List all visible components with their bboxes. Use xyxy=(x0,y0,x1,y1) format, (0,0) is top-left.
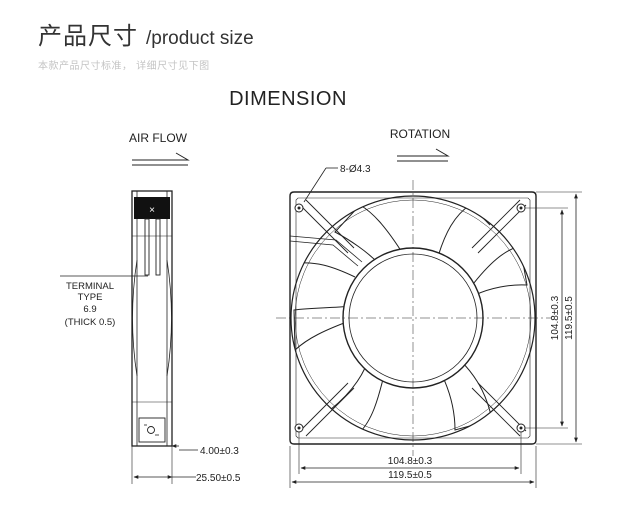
dim-thickness: 25.50±0.5 xyxy=(196,473,241,484)
svg-text:×: × xyxy=(149,205,155,216)
terminal-block xyxy=(134,197,170,219)
page-header: 产品尺寸 /product size 本款产品尺寸标准， 详细尺寸见下图 xyxy=(38,16,254,72)
terminal-label-line1: TERMINAL xyxy=(66,281,114,292)
rotation-label: ROTATION xyxy=(390,127,450,141)
centerlines xyxy=(276,180,552,456)
air-flow-label: AIR FLOW xyxy=(129,131,188,145)
drawing-title: DIMENSION xyxy=(229,88,347,110)
dim-mounting-depth: 4.00±0.3 xyxy=(200,446,239,457)
terminal-label-line4: (THICK 0.5) xyxy=(65,317,116,328)
dim-overall-width: 119.5±0.5 xyxy=(388,470,432,481)
air-flow-arrow-icon xyxy=(132,152,190,166)
dim-hole-pitch-horizontal: 104.8±0.3 xyxy=(388,456,433,467)
dim-hole-pitch-vertical: 104.8±0.3 xyxy=(550,295,561,340)
terminal-label-line2: TYPE xyxy=(78,292,103,303)
terminal-label-line3: 6.9 xyxy=(83,304,96,315)
terminal-pin xyxy=(144,218,150,276)
page-title-english: /product size xyxy=(146,28,254,49)
dim-overall-height: 119.5±0.5 xyxy=(564,296,575,340)
label-plate xyxy=(138,417,166,443)
frame-struts xyxy=(299,199,527,437)
terminal-pin xyxy=(155,218,161,276)
fan-side-view: × xyxy=(131,190,173,447)
page-subtitle: 本款产品尺寸标准， 详细尺寸见下图 xyxy=(38,61,210,72)
mounting-hole-callout: 8-Ø4.3 xyxy=(340,164,371,175)
title-row: 产品尺寸 /product size xyxy=(38,16,254,51)
page-title-chinese: 产品尺寸 xyxy=(38,22,138,50)
rotation-arrow-icon xyxy=(397,148,450,162)
